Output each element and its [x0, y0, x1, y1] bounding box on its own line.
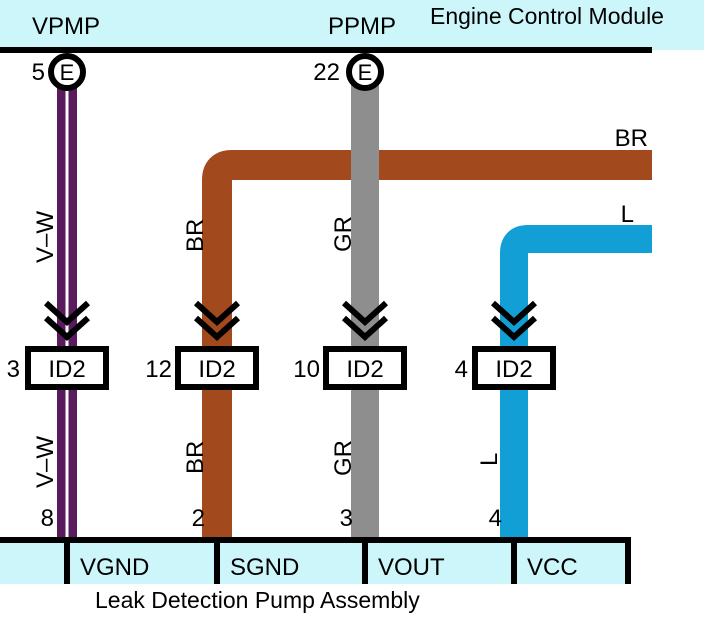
pump-signal-vcc: VCC — [527, 554, 578, 581]
connector-pin: 10 — [293, 356, 320, 383]
pump-pin: 3 — [340, 505, 353, 532]
chevron-down-icon — [490, 315, 538, 342]
pump-signal-sgnd: SGND — [230, 554, 299, 581]
pump-assembly-box — [0, 540, 628, 584]
wire-code-br-upper: BR — [182, 219, 209, 252]
chevron-down-icon — [341, 300, 389, 327]
id2-connector: ID2 — [25, 346, 109, 390]
chevron-down-icon — [43, 315, 91, 342]
chevron-down-icon — [193, 300, 241, 327]
wire-code-gr-lower: GR — [330, 440, 357, 476]
pump-signal-vgnd: VGND — [80, 554, 149, 581]
ecm-pin-ppmp: 22 — [313, 59, 340, 86]
id2-connector: ID2 — [323, 346, 407, 390]
chevron-down-icon — [193, 315, 241, 342]
wire-code-gr-upper: GR — [330, 216, 357, 252]
chevron-down-icon — [341, 315, 389, 342]
pump-pin: 8 — [41, 505, 54, 532]
wire-l — [500, 225, 652, 540]
wire-code-v-w-lower: V–W — [32, 436, 59, 488]
connector-pin: 12 — [145, 356, 172, 383]
ecm-module-box — [0, 0, 704, 50]
ecm-terminal-vpmp: E — [48, 53, 86, 91]
offpage-label-l: L — [621, 201, 634, 228]
chevron-down-icon — [490, 300, 538, 327]
connector-label: ID2 — [48, 356, 85, 383]
ecm-pin-vpmp: 5 — [32, 59, 45, 86]
connector-label: ID2 — [198, 356, 235, 383]
wire-br — [202, 150, 652, 540]
pump-pin: 2 — [192, 505, 205, 532]
offpage-label-br: BR — [615, 125, 648, 152]
pump-pin: 4 — [489, 505, 502, 532]
ecm-terminal-name-vpmp: VPMP — [32, 13, 100, 40]
pump-signal-vout: VOUT — [378, 554, 445, 581]
pump-title: Leak Detection Pump Assembly — [95, 587, 420, 613]
connector-pin: 3 — [7, 356, 20, 383]
ecm-terminal-marker: E — [60, 60, 75, 85]
ecm-terminal-marker: E — [358, 60, 373, 85]
wire-code-v-w-upper: V–W — [32, 211, 59, 263]
connector-label: ID2 — [495, 356, 532, 383]
connector-label: ID2 — [346, 356, 383, 383]
wire-code-br-lower: BR — [182, 441, 209, 474]
ecm-terminal-name-ppmp: PPMP — [328, 13, 396, 40]
ecm-title: Engine Control Module — [430, 3, 664, 29]
id2-connector: ID2 — [175, 346, 259, 390]
wire-code-l-lower: L — [476, 453, 503, 466]
ecm-terminal-ppmp: E — [346, 53, 384, 91]
chevron-down-icon — [43, 300, 91, 327]
id2-connector: ID2 — [472, 346, 556, 390]
connector-pin: 4 — [455, 356, 468, 383]
